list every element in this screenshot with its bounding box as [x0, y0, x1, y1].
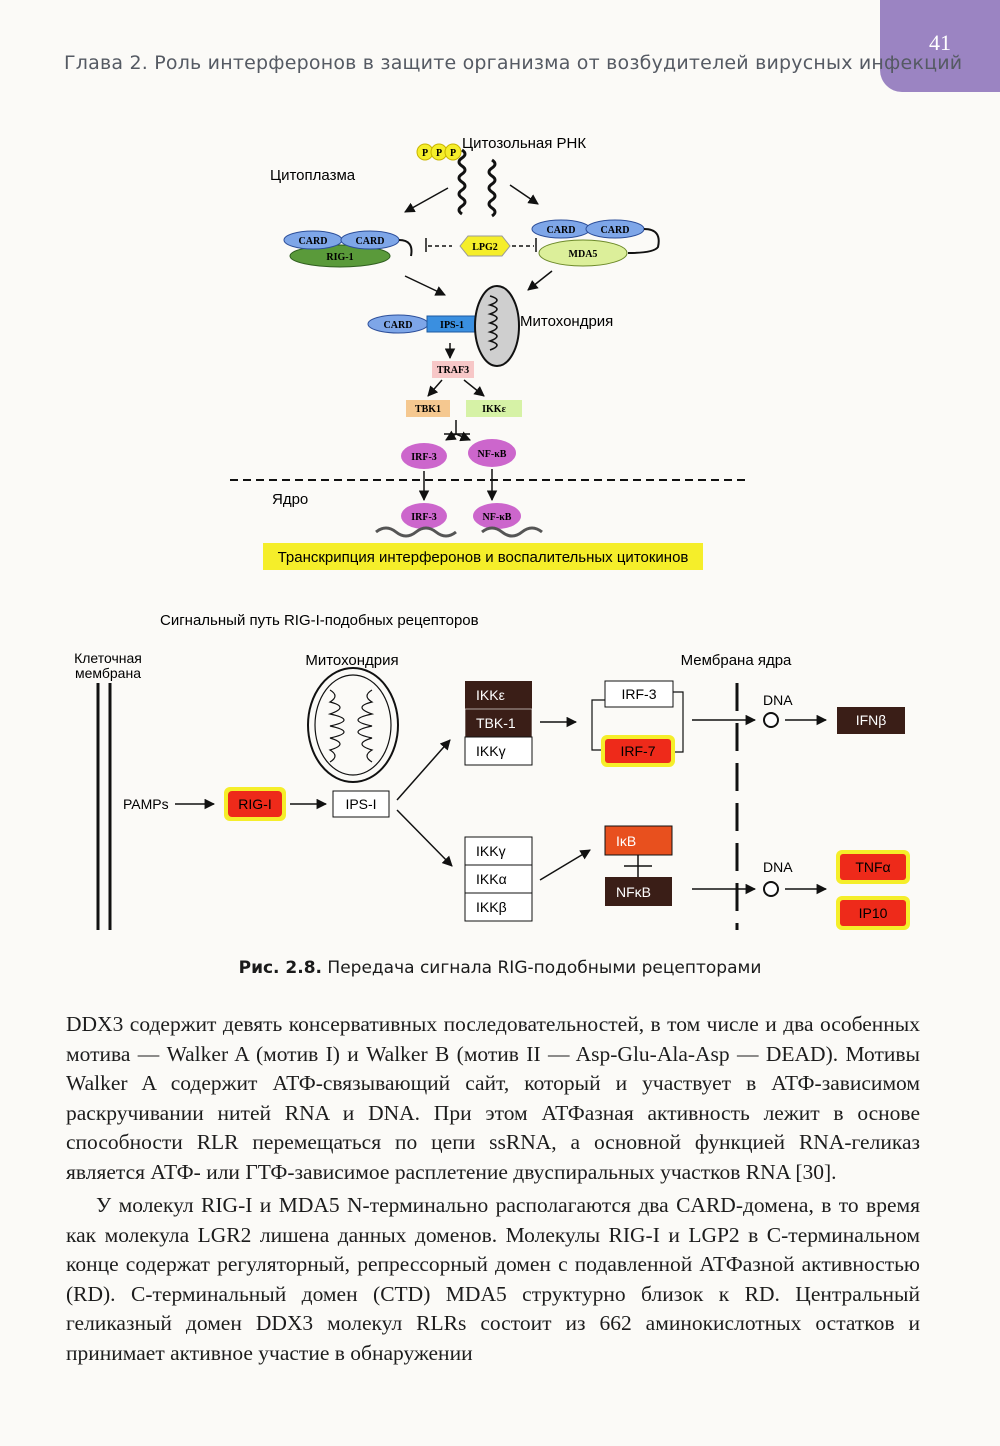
mitochondria-icon-2 — [307, 667, 399, 783]
ppp-group: P P P — [416, 143, 462, 161]
ikkg-cell-label: IKKγ — [476, 743, 506, 759]
pamps-label: PAMPs — [123, 796, 169, 812]
mda5-label: MDA5 — [569, 249, 598, 260]
traf3-label: TRAF3 — [437, 365, 469, 376]
membrane-label-1: Клеточная — [74, 650, 142, 666]
nuclear-membrane-label: Мембрана ядра — [681, 652, 792, 669]
ifnb-box — [837, 707, 905, 734]
irf3-cyto-label: IRF-3 — [411, 452, 437, 463]
tbk1-box — [406, 400, 450, 417]
ips1-card: CARD — [384, 320, 413, 331]
ikke-box — [466, 400, 522, 417]
dna-helix-icon-1 — [375, 526, 457, 538]
figure-caption: Рис. 2.8. Передача сигнала RIG-подобными… — [0, 958, 1000, 978]
ikkg-cell — [464, 736, 533, 766]
rigi-box — [228, 791, 282, 817]
mitochondria-label: Митохондрия — [520, 313, 613, 330]
nfkb-label: NFκB — [616, 884, 651, 900]
irf3-nuc-label: IRF-3 — [411, 512, 437, 523]
nfkb-cyto — [468, 439, 516, 467]
ikb-box — [604, 825, 673, 856]
nfkb-nuc — [473, 503, 521, 529]
ipsi-label: IPS-I — [345, 796, 376, 812]
irf7-label: IRF-7 — [621, 743, 656, 759]
mda5-complex: CARD CARD MDA5 — [531, 219, 660, 267]
ikkb-cell — [464, 892, 533, 922]
pathway-title: Сигнальный путь RIG-I-подобных рецепторо… — [160, 612, 479, 629]
irf3-nuc — [401, 503, 447, 529]
caption-text: Передача сигнала RIG-подобными рецептора… — [322, 958, 762, 978]
ikke-cell — [465, 681, 532, 709]
ips1-complex: CARD IPS-1 Митохондрия — [367, 285, 613, 367]
ppp-2: P — [436, 148, 442, 159]
figure: P P P Цитозольная РНК Цитоплазма CARD CA… — [74, 135, 910, 930]
cytoplasm-label: Цитоплазма — [270, 167, 356, 184]
dna-label-2: DNA — [763, 859, 793, 875]
irf3-cyto — [401, 443, 447, 469]
caption-label: Рис. 2.8. — [238, 958, 323, 978]
nucleus-label: Ядро — [272, 491, 308, 508]
ikkg2-label: IKKγ — [476, 843, 506, 859]
rig1-complex: CARD CARD RIG-1 — [283, 230, 413, 268]
paragraph-1: DDX3 содержит девять консервативных посл… — [66, 1012, 920, 1184]
ppp-1: P — [422, 148, 428, 159]
tbk1-label: TBK1 — [415, 404, 441, 415]
dna-promoter-1 — [763, 712, 779, 728]
transcription-label: Транскрипция интерферонов и воспалительн… — [278, 549, 689, 566]
mda5-card-2: CARD — [601, 225, 630, 236]
tbk1-cell — [464, 708, 533, 738]
ikke-cell-label: IKKε — [476, 687, 505, 703]
rig1-card-2: CARD — [356, 236, 385, 247]
rigi-label: RIG-I — [238, 796, 271, 812]
mito-label: Митохондрия — [305, 652, 398, 669]
membrane-label-2: мембрана — [75, 665, 141, 681]
dna-promoter-2 — [763, 881, 779, 897]
irf7-box — [605, 739, 671, 763]
arrow-mda5-ips1 — [527, 270, 553, 291]
nfkb-box — [605, 877, 672, 906]
nfkb-cyto-label: NF-κB — [478, 449, 507, 460]
ikka-label: IKKα — [476, 871, 507, 887]
ip10-label: IP10 — [859, 905, 888, 921]
page-tab: 41 — [880, 0, 1000, 92]
lpg2-label: LPG2 — [472, 242, 498, 253]
ips1-label: IPS-1 — [440, 320, 464, 331]
lpg2-node — [459, 235, 511, 257]
paragraph-2: У молекул RIG-I и MDA5 N-терминально рас… — [66, 1193, 920, 1365]
dna-helix-icon-2 — [481, 526, 543, 538]
ikb-label: IκB — [616, 833, 636, 849]
ppp-3: P — [450, 148, 456, 159]
arrow-rig1-ips1 — [404, 275, 446, 296]
rna-strand-1 — [457, 148, 467, 216]
tbk1-cell-label: TBK-1 — [476, 715, 516, 731]
tnfa-label: TNFα — [855, 859, 890, 875]
tnfa-box — [840, 854, 906, 880]
page-number: 41 — [929, 30, 951, 55]
rna-strand-2 — [487, 158, 497, 218]
ikke-label: IKKε — [482, 404, 506, 415]
ikka-cell — [464, 864, 533, 894]
dna-label-1: DNA — [763, 692, 793, 708]
rna-label: Цитозольная РНК — [462, 135, 586, 152]
mda5-card-1: CARD — [547, 225, 576, 236]
running-title: Глава 2. Роль интерферонов в защите орга… — [64, 52, 963, 74]
ifnb-label: IFNβ — [856, 712, 887, 728]
bottom-diagram: Сигнальный путь RIG-I-подобных рецепторо… — [74, 612, 910, 930]
ipsi-box — [332, 790, 390, 818]
transcription-banner — [263, 543, 703, 570]
ip10-box — [840, 900, 906, 926]
irf3-box — [604, 680, 674, 708]
rig1-card-1: CARD — [299, 236, 328, 247]
rig1-label: RIG-1 — [326, 252, 353, 263]
irf3-box-label: IRF-3 — [622, 686, 657, 702]
body-text: DDX3 содержит девять консервативных посл… — [66, 1010, 920, 1368]
arrow-to-rig1 — [404, 187, 449, 213]
nfkb-nuc-label: NF-κB — [483, 512, 512, 523]
top-diagram: P P P Цитозольная РНК Цитоплазма CARD CA… — [230, 135, 745, 570]
ikkb-label: IKKβ — [476, 899, 507, 915]
traf3-box — [432, 361, 474, 378]
arrow-to-mda5 — [509, 184, 539, 205]
